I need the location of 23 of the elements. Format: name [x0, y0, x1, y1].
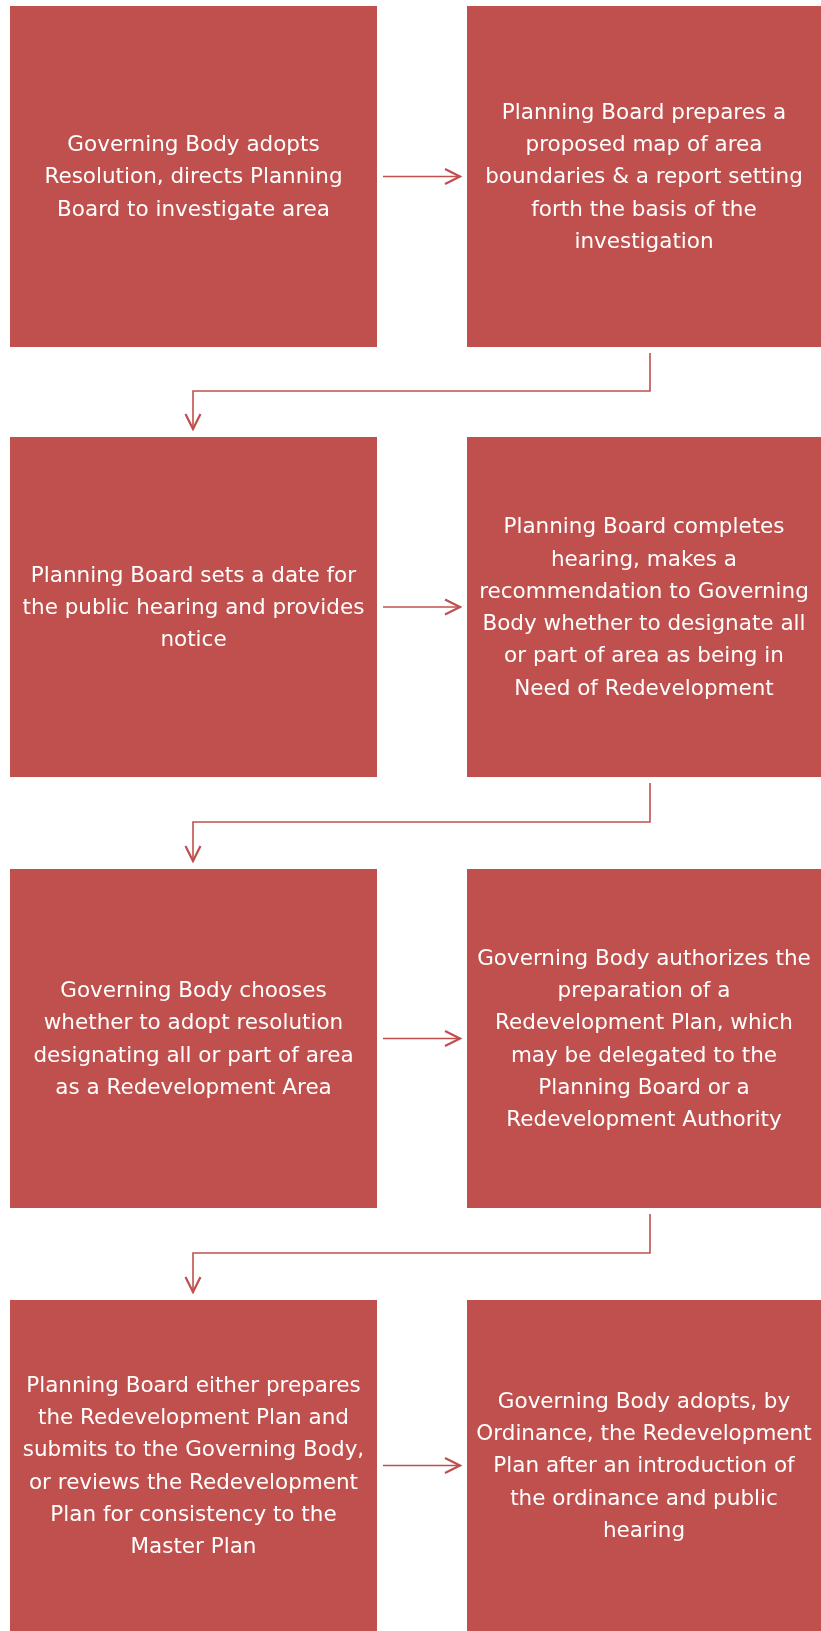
arrow: [184, 352, 651, 431]
arrow: [382, 598, 462, 616]
step-text: Planning Board sets a date for the public hearing and provides notice: [21, 560, 366, 654]
step-text: Governing Body adopts Resolution, directs Planning Board to investigate area: [43, 130, 344, 223]
process-box: [467, 6, 821, 347]
step-text: Governing Body adopts, by Ordinance, the Redevelopment Plan after an introduction of the ordinance and public hearing: [475, 1386, 813, 1544]
process-box: [10, 437, 377, 777]
process-box: [10, 1300, 377, 1631]
step-text: Planning Board completes hearing, makes a recommendation to Governing Body whether to designate all or part of area as being in Need of Redevelopment: [478, 512, 810, 702]
arrow: [382, 167, 462, 186]
arrow: [382, 1456, 462, 1475]
process-box: [10, 6, 377, 347]
process-box: [467, 437, 821, 777]
process-box: [467, 869, 821, 1208]
step-text: Governing Body authorizes the preparation of a Redevelopment Plan, which may be delegated to the Planning Board or a Redevelopment Authority: [476, 943, 812, 1133]
process-box: [10, 869, 377, 1208]
step-text: Planning Board prepares a proposed map of area boundaries & a report setting forth the basis of the investigation: [484, 97, 804, 255]
arrow: [184, 1213, 651, 1294]
step-text: Governing Body chooses whether to adopt resolution designating all or part of area as a Redevelopment Area: [32, 976, 355, 1101]
arrow: [184, 782, 651, 863]
step-text: Planning Board either prepares the Redevelopment Plan and submits to the Governing Body, or reviews the Redevelopment Plan for consistency to the Master Plan: [21, 1370, 366, 1560]
process-box: [467, 1300, 821, 1631]
arrow: [382, 1029, 462, 1048]
